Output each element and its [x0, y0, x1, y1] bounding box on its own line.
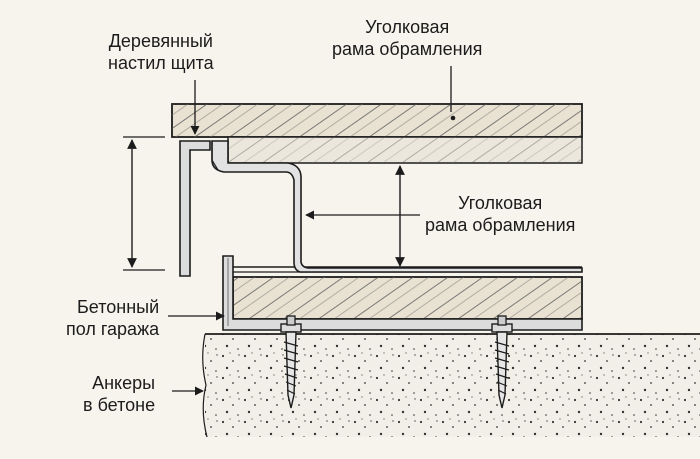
- label-angle-frame-right-line2: рама обрамления: [425, 215, 576, 235]
- wood-lower-board: [232, 266, 583, 320]
- leader-lines: [168, 66, 452, 396]
- label-anchors: Анкеры в бетоне: [83, 372, 155, 416]
- bent-angle-profile: [211, 140, 583, 273]
- left-flange: [179, 140, 211, 277]
- wood-deck-board: [171, 103, 583, 138]
- label-angle-frame-top-line2: рама обрамления: [332, 39, 483, 59]
- frame-strip-upper: [227, 136, 583, 164]
- label-angle-frame-top: Уголковая рама обрамления: [332, 16, 482, 60]
- anchor-bolt-right: [491, 315, 513, 409]
- label-concrete-floor-line1: Бетонный: [76, 297, 160, 317]
- label-concrete-floor-line2: пол гаража: [66, 319, 160, 339]
- dimension-left: [123, 136, 165, 271]
- label-concrete-floor: Бетонный пол гаража: [66, 296, 159, 340]
- label-anchors-line1: Анкеры: [92, 373, 156, 393]
- anchor-bolt-left: [280, 315, 302, 409]
- label-angle-frame-right: Уголковая рама обрамления: [425, 192, 575, 236]
- label-wood-deck: Деревянный настил щита: [108, 30, 214, 74]
- label-wood-deck-line1: Деревянный: [108, 31, 213, 51]
- concrete-floor: [202, 333, 700, 438]
- bottom-angle-frame: [222, 255, 583, 331]
- label-wood-deck-line2: настил щита: [108, 53, 214, 73]
- label-angle-frame-top-line1: Уголковая: [365, 17, 450, 37]
- label-angle-frame-right-line1: Уголковая: [458, 193, 543, 213]
- label-anchors-line2: в бетоне: [83, 395, 156, 415]
